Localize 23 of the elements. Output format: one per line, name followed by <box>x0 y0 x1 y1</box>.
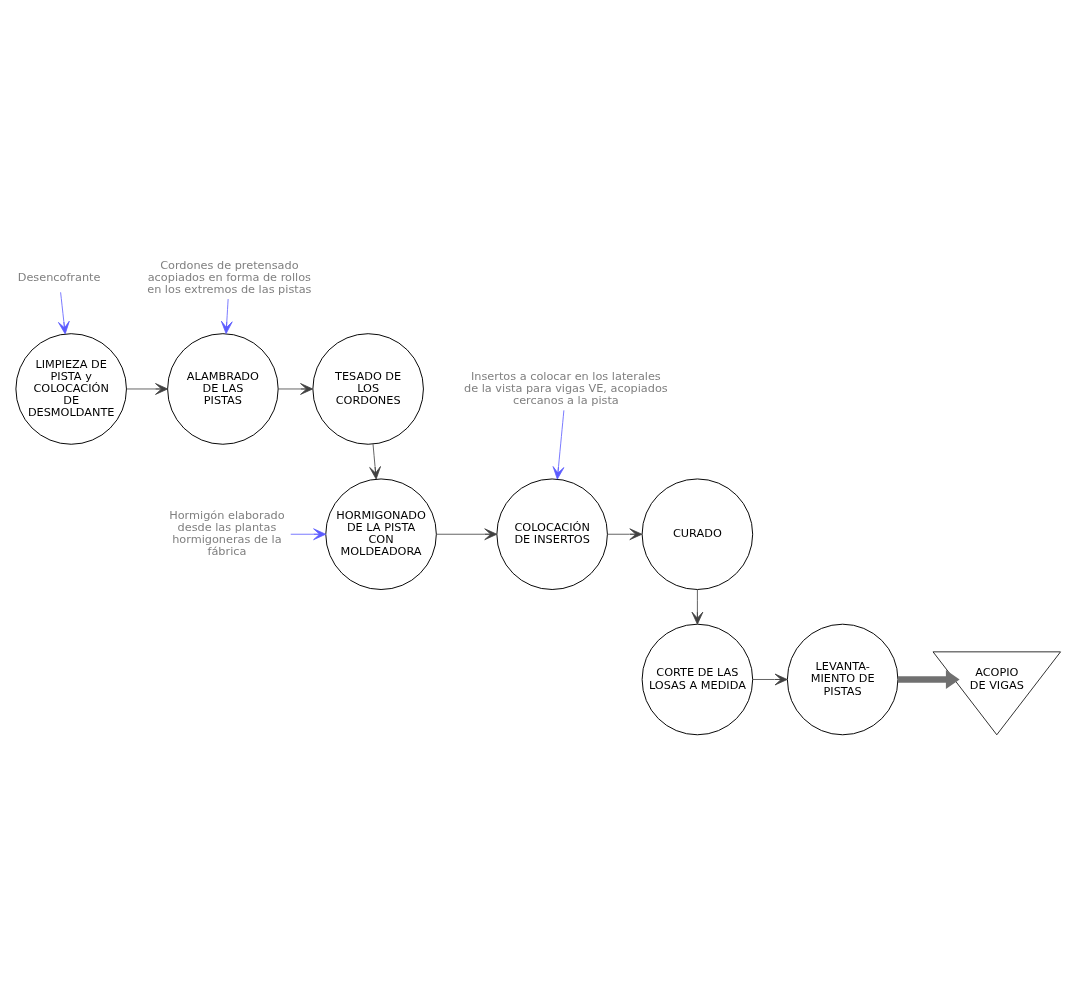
node-circle: LIMPIEZA DE PISTA y COLOCACIÓN DE DESMOLDANTE <box>15 332 127 445</box>
node-circle: COLOCACIÓN DE INSERTOS <box>496 477 608 590</box>
arrow <box>58 291 70 334</box>
node-text: Cordones de pretensado acopiados en forma de rollos en los extremos de las pistas <box>147 257 312 296</box>
arrow <box>691 588 704 625</box>
node-text: Desencofrante <box>17 270 101 284</box>
node-circle: HORMIGONADO DE LA PISTA CON MOLDEADORA <box>325 477 437 590</box>
arrow <box>436 527 498 540</box>
arrow <box>369 443 381 479</box>
node-text: Insertos a colocar en los laterales de la vista para vigas VE, acopiados cercanos a la pista <box>464 369 668 407</box>
node-circle: LEVANTA- MIENTO DE PISTAS <box>786 623 899 735</box>
node-text: Hormigón elaborado desde las plantas hormigoneras de la fábrica <box>169 508 285 558</box>
arrow <box>290 527 327 540</box>
arrow <box>126 382 168 395</box>
node-circle: ALAMBRADO DE LAS PISTAS <box>167 332 279 445</box>
node-circle: TESADO DE LOS CORDONES <box>312 332 424 445</box>
arrow <box>220 298 233 334</box>
node-circle: CORTE DE LAS LOSAS A MEDIDA <box>641 623 754 735</box>
arrow <box>277 382 314 395</box>
arrow <box>552 409 565 479</box>
arrow <box>752 673 788 685</box>
arrow <box>607 527 643 540</box>
node-circle: CURADO <box>641 477 754 590</box>
